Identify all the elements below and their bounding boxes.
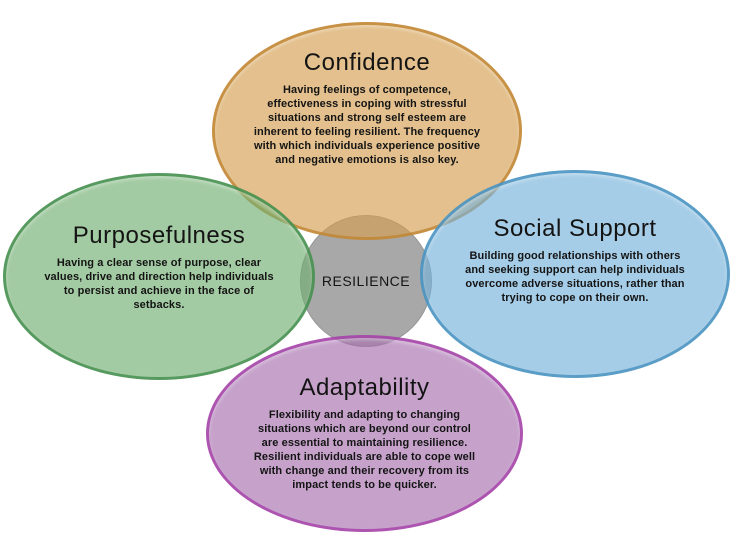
node-social-support-title: Social Support — [493, 215, 657, 242]
node-purposefulness-title: Purposefulness — [72, 222, 246, 249]
node-confidence-title: Confidence — [303, 49, 431, 76]
center-label: RESILIENCE — [321, 273, 411, 289]
node-social-support: Social Support Building good relationshi… — [420, 170, 730, 378]
node-adaptability-title: Adaptability — [299, 374, 430, 401]
node-purposefulness-description: Having a clear sense of purpose, clear v… — [44, 257, 274, 311]
node-confidence-description: Having feelings of competence, effective… — [253, 84, 481, 166]
node-adaptability-description: Flexibility and adapting to changing sit… — [253, 409, 476, 491]
node-adaptability: Adaptability Flexibility and adapting to… — [206, 335, 523, 532]
node-purposefulness: Purposefulness Having a clear sense of p… — [3, 173, 315, 380]
node-social-support-description: Building good relationships with others … — [465, 250, 685, 304]
